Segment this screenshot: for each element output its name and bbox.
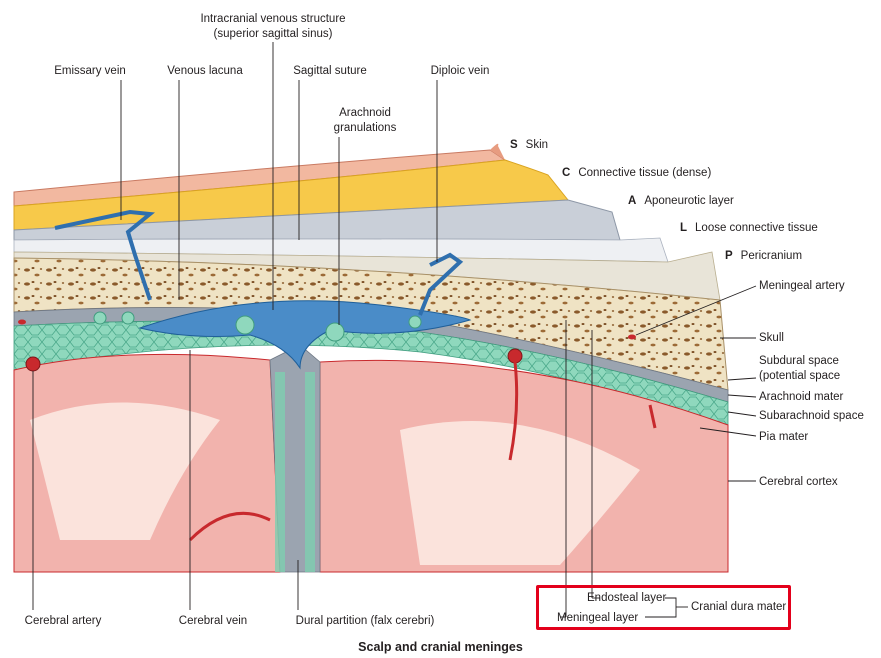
- arachnoid-granulation: [93, 311, 107, 325]
- label-cerebral-cortex: Cerebral cortex: [759, 476, 838, 488]
- highlight-box: [536, 585, 791, 630]
- white-matter: [30, 402, 220, 540]
- label-dural-partition: Dural partition (falx cerebri): [295, 615, 435, 627]
- label-meningeal-artery: Meningeal artery: [759, 280, 845, 292]
- emissary-vein-shape: [54, 209, 156, 301]
- arachnoid-granulation: [325, 322, 345, 342]
- label-skull: Skull: [759, 332, 784, 344]
- arachnoid-granulation: [408, 315, 422, 329]
- label-subdural-space: Subdural space: [759, 355, 839, 367]
- cerebral-artery-shape: [25, 356, 41, 372]
- label-sagittal-suture: Sagittal suture: [293, 65, 367, 77]
- label-cranial-dura-mater: Cranial dura mater: [691, 601, 787, 613]
- label-superior-sagittal-sinus: (superior sagittal sinus): [213, 28, 333, 40]
- label-intracranial-venous-structure: Intracranial venous structure: [200, 13, 346, 25]
- label-potential-space: (potential space: [759, 370, 841, 382]
- arachnoid-granulation: [121, 311, 135, 325]
- label-meningeal-layer: Meningeal layer: [557, 612, 639, 624]
- label-endosteal-layer: Endosteal layer: [587, 592, 667, 604]
- label-venous-lacuna: Venous lacuna: [167, 65, 243, 77]
- label-arachnoid-mater: Arachnoid mater: [759, 391, 844, 403]
- label-emissary-vein: Emissary vein: [54, 65, 126, 77]
- figure-caption: Scalp and cranial meninges: [358, 640, 523, 654]
- label-cerebral-artery: Cerebral artery: [24, 615, 102, 627]
- diploic-vein-shape: [418, 252, 464, 316]
- label-pia-mater: Pia mater: [759, 431, 809, 443]
- label-cerebral-vein: Cerebral vein: [178, 615, 248, 627]
- white-matter: [400, 421, 640, 565]
- label-granulations: granulations: [333, 122, 397, 134]
- label-arachnoid: Arachnoid: [339, 107, 391, 119]
- label-subarachnoid-space: Subarachnoid space: [759, 410, 864, 422]
- label-diploic-vein: Diploic vein: [430, 65, 490, 77]
- arachnoid-granulation: [235, 315, 255, 335]
- superior-sagittal-sinus: [138, 300, 472, 370]
